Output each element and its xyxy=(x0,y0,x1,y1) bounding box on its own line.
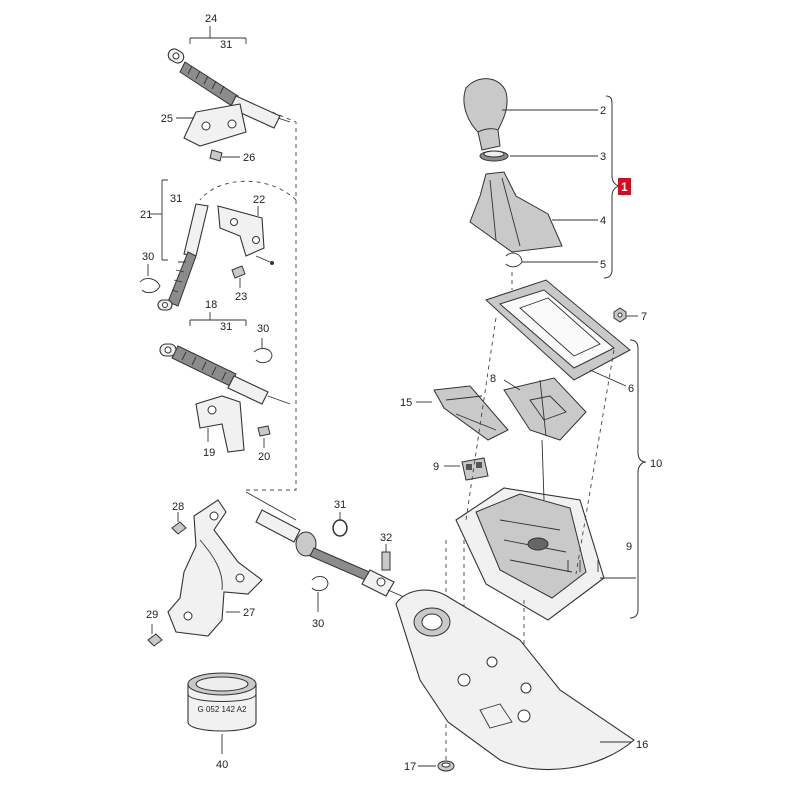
callout-27: 27 xyxy=(243,607,255,619)
callout-20: 20 xyxy=(258,451,270,463)
bracket-19: 19 20 xyxy=(195,395,271,463)
highlight-badge-1: 1 xyxy=(618,178,631,195)
dashed-guide-left-2 xyxy=(199,180,297,201)
callout-30-lower: 30 xyxy=(312,618,324,630)
callout-23: 23 xyxy=(235,291,247,303)
trim-frame-6: 6 xyxy=(485,279,634,395)
callout-22: 22 xyxy=(253,194,265,206)
switch-module-15: 15 xyxy=(400,385,509,441)
callout-9-mechanism: 9 xyxy=(626,541,632,553)
brace-group-10 xyxy=(629,339,647,619)
callout-19: 19 xyxy=(203,447,215,459)
clip-30-upper: 30 xyxy=(139,251,161,294)
nut-7: 7 xyxy=(613,307,647,323)
dashed-guide-left-1 xyxy=(246,111,297,491)
callout-9-connector: 9 xyxy=(433,461,439,473)
ring-3: 3 xyxy=(479,150,606,163)
cable-assembly-18: 18 31 xyxy=(159,299,291,405)
filter-marking-label: G 052 142 A2 xyxy=(198,705,247,714)
callout-3: 3 xyxy=(600,151,606,163)
callout-1: 1 xyxy=(621,180,628,194)
callout-16: 16 xyxy=(636,739,648,751)
brace-group-1 xyxy=(603,95,621,279)
base-plate-16: 16 xyxy=(395,589,648,771)
callout-28: 28 xyxy=(172,501,184,513)
dashed-guide-right-2 xyxy=(575,349,615,575)
callout-29: 29 xyxy=(146,609,158,621)
callout-4: 4 xyxy=(600,215,606,227)
selector-mechanism-9: 9 xyxy=(455,379,636,621)
cable-assembly-21: 21 31 xyxy=(140,179,209,311)
clip-5: 5 xyxy=(505,252,606,271)
filter-40: G 052 142 A2 40 xyxy=(187,672,257,771)
callout-31-center: 31 xyxy=(334,499,346,511)
cable-assembly-24: 24 31 xyxy=(167,13,291,129)
callout-17: 17 xyxy=(404,761,416,773)
callout-15: 15 xyxy=(400,397,412,409)
shift-knob-2: 2 xyxy=(463,78,606,151)
callout-31-top: 31 xyxy=(220,39,232,51)
gate-cover-8: 8 xyxy=(490,373,587,441)
shift-boot-4: 4 xyxy=(469,171,606,253)
callout-18: 18 xyxy=(205,299,217,311)
callout-30-middle: 30 xyxy=(257,323,269,335)
support-bracket-27: 28 29 27 xyxy=(146,499,263,647)
callout-6: 6 xyxy=(628,383,634,395)
dashed-guide-right-1 xyxy=(465,317,497,521)
callout-21: 21 xyxy=(140,209,152,221)
callout-31-mid: 31 xyxy=(170,193,182,205)
connector-9: 9 xyxy=(433,457,489,481)
callout-24: 24 xyxy=(205,13,217,25)
callout-10: 10 xyxy=(650,458,662,470)
callout-25: 25 xyxy=(161,113,173,125)
clip-30-middle: 30 xyxy=(253,323,273,364)
bracket-22: 22 23 xyxy=(217,194,274,303)
callout-32: 32 xyxy=(380,532,392,544)
grommet-17: 17 xyxy=(404,760,455,773)
selector-cable-center: 31 32 30 xyxy=(245,491,421,630)
callout-26: 26 xyxy=(243,152,255,164)
callout-31-lower: 31 xyxy=(220,321,232,333)
callout-2: 2 xyxy=(600,105,606,117)
callout-30-upper: 30 xyxy=(142,251,154,263)
callout-7: 7 xyxy=(641,311,647,323)
bracket-25: 25 26 xyxy=(161,103,255,164)
callout-5: 5 xyxy=(600,259,606,271)
callout-40: 40 xyxy=(216,759,228,771)
callout-8: 8 xyxy=(490,373,496,385)
